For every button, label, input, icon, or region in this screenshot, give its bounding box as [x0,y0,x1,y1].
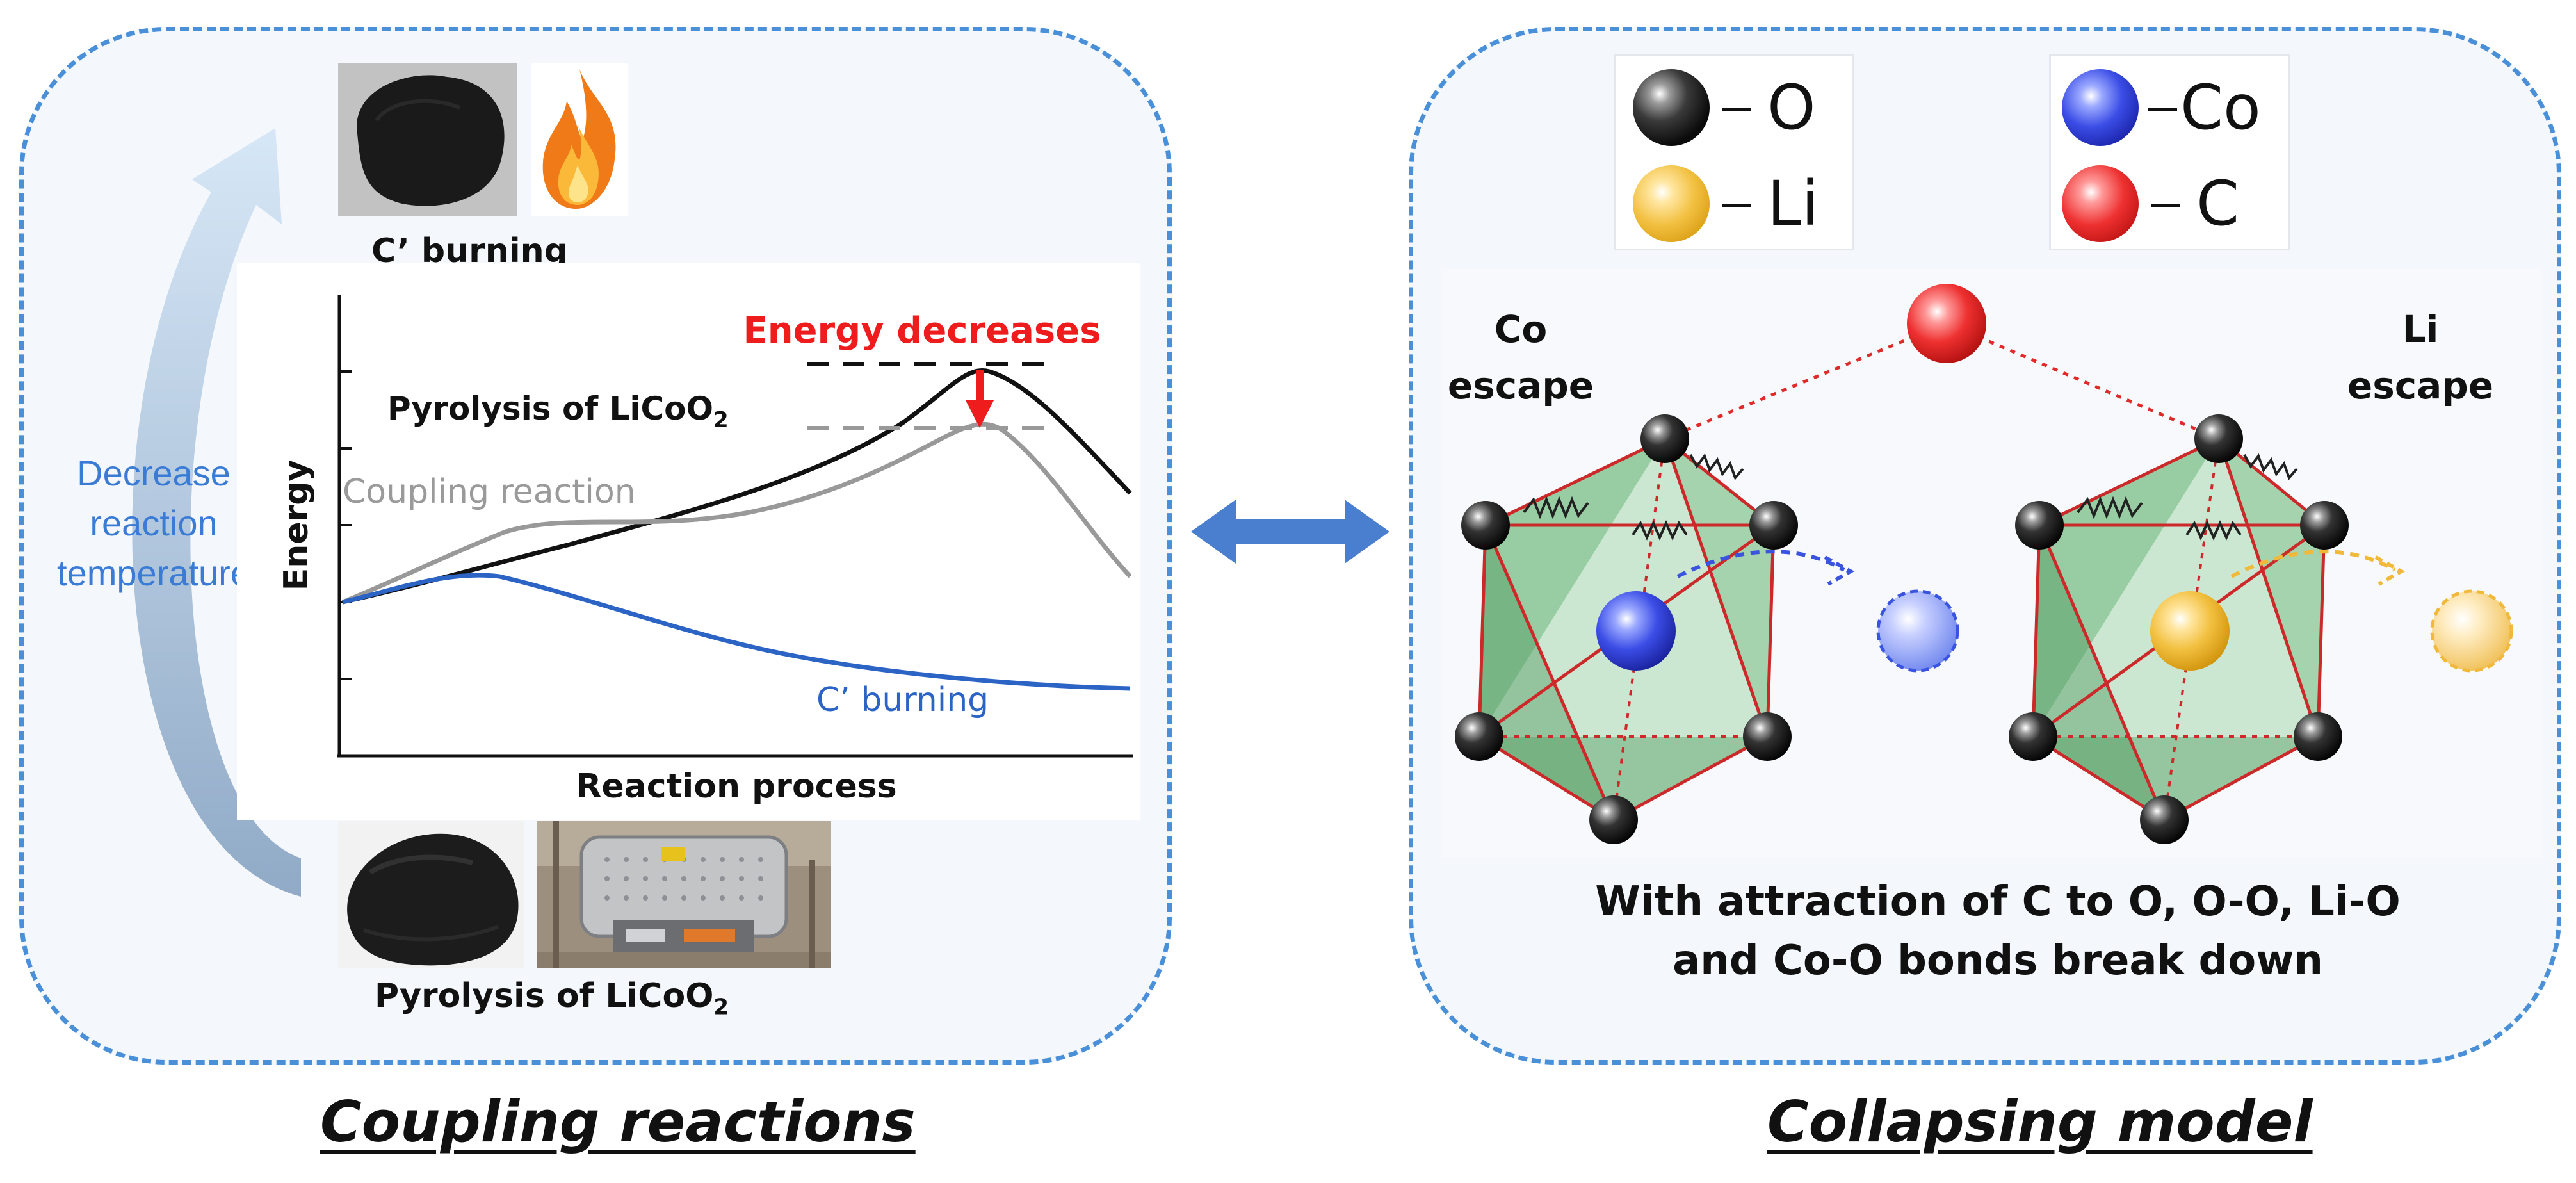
energy-decrease-arrow-icon [966,370,994,428]
carbon-atom [1907,284,1986,363]
legend-label-co: Co [2180,72,2261,143]
bond-break-line-1: With attraction of C to O, O-O, Li-O [1595,878,2401,926]
y-axis-ticks [339,370,352,680]
oxygen-atom [2140,795,2189,844]
li-escape-line-2: escape [2347,364,2494,407]
series-pyrolysis-line [342,368,1132,605]
legend-cobalt-icon [2062,69,2139,146]
legend-dash [1722,204,1751,207]
right-octahedron [2009,414,2349,844]
oxygen-atom [2194,414,2243,463]
cobalt-escape-arrow [1676,550,1845,578]
co-escape-line-2: escape [1447,364,1594,407]
oxygen-atom [2294,712,2342,761]
bottom-photo-label: Pyrolysis of LiCoO2 [375,977,729,1020]
label-pyrolysis-main: Pyrolysis of LiCoO [387,390,713,427]
oxygen-atom [1640,414,1689,463]
decrease-temperature-label: Decrease reaction temperature [51,448,256,598]
legend-carbon-icon [2062,165,2139,242]
collapsing-model-diagram [1441,269,2542,858]
y-axis-label: Energy [277,460,316,591]
co-escape-line-1: Co [1494,307,1548,351]
cobalt-atom [1596,591,1676,671]
series-coupling-line [341,421,1132,605]
legend-dash [1722,108,1751,111]
oxygen-atom [1589,795,1638,844]
oxygen-atom [1455,712,1503,761]
flame-icon [531,63,628,216]
bond-break-line-2: and Co-O bonds break down [1673,937,2323,984]
legend-dash [2148,108,2177,111]
carbon-attraction-line [1946,322,2219,441]
bottom-photo-label-main: Pyrolysis of LiCoO [375,977,714,1015]
energy-chart: Energy decreases Pyrolysis of LiCoO2 Cou… [237,263,1140,820]
left-octahedron [1455,414,1798,844]
lithium-escape-arrowhead [2374,555,2406,586]
label-coupling: Coupling reaction [343,473,636,511]
caption-coupling-reactions: Coupling reactions [320,1089,916,1155]
legend-dash [2151,204,2180,207]
label-pyrolysis: Pyrolysis of LiCoO2 [387,390,729,433]
carbon-powder-photo [338,821,524,968]
oxygen-atom [2015,501,2064,550]
side-label-line-2: reaction [90,503,218,543]
caption-collapsing-model: Collapsing model [1767,1089,2313,1155]
oxygen-atom [2300,501,2349,550]
escaped-cobalt-atom [1876,589,1959,673]
annotation-energy-decreases: Energy decreases [743,310,1101,352]
li-escape-label: Li escape [2331,301,2510,414]
oxygen-atom [1749,501,1798,550]
oxygen-atom [1743,712,1792,761]
side-label-line-3: temperature [57,553,250,593]
lithium-atom [2150,591,2230,671]
oxygen-atom [2009,712,2057,761]
legend-label-li: Li [1767,168,1819,240]
legend-label-c: C [2196,168,2240,240]
cobalt-escape-arrowhead [1824,555,1855,586]
li-escape-line-1: Li [2402,307,2439,351]
legend-label-o: O [1767,72,1816,143]
label-pyrolysis-sub: 2 [713,407,729,433]
x-axis-label: Reaction process [576,767,896,806]
double-arrow-icon [1191,500,1389,564]
legend-lithium-icon [1633,165,1710,242]
chart-background [237,263,1140,820]
escaped-lithium-atom [2430,589,2513,673]
series-burning-line [342,573,1131,691]
oxygen-atom [1461,501,1510,550]
legend-oxygen-icon [1633,69,1710,146]
tube-furnace-photo [537,821,831,968]
bottom-photo-label-sub: 2 [713,994,729,1020]
carbon-powder-photo [338,63,517,216]
co-escape-label: Co escape [1441,301,1601,414]
carbon-attraction-line [1664,322,1947,441]
side-label-line-1: Decrease [77,453,231,493]
bond-break-description: With attraction of C to O, O-O, Li-O and… [1460,872,2536,990]
label-burning: C’ burning [816,681,989,719]
